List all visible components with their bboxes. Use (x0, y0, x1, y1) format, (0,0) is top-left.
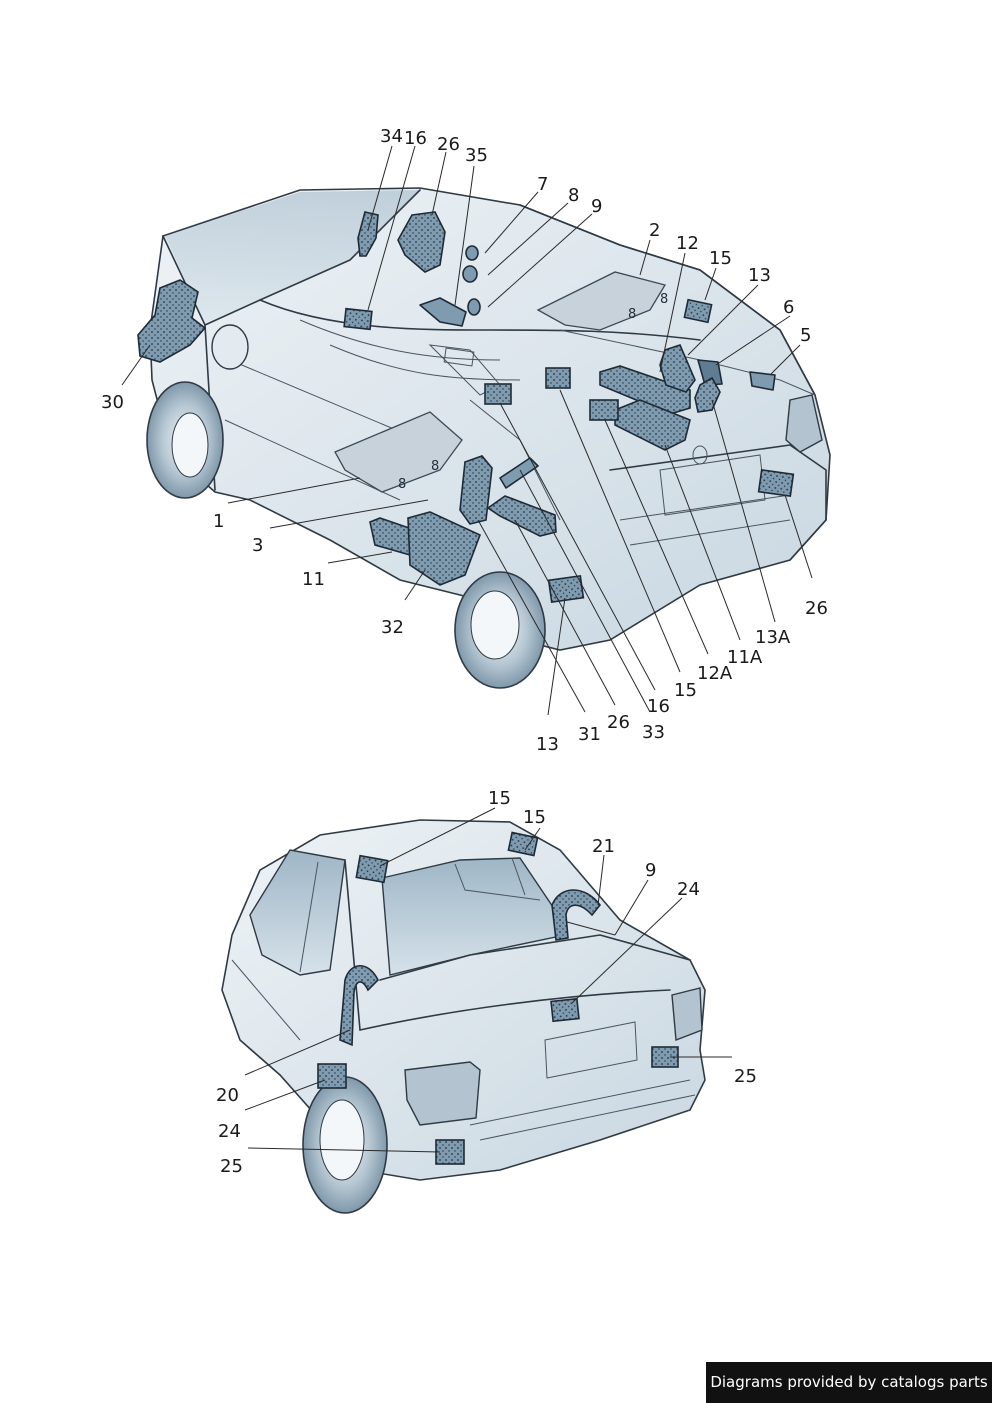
callout-16-mid: 16 (647, 696, 670, 717)
callout-34: 34 (380, 126, 403, 147)
part-26-right-block (757, 468, 795, 498)
part-31-pillar-pad (459, 455, 493, 525)
callout-7: 7 (537, 174, 548, 195)
callout-1: 1 (213, 511, 224, 532)
part-34-pillar-pad (357, 211, 379, 257)
callout-21: 21 (592, 836, 615, 857)
part-33-strip (499, 457, 539, 489)
part-8-plug (462, 265, 478, 283)
callout-32: 32 (381, 617, 404, 638)
bottom-side-window (249, 849, 346, 976)
bottom-left-taillight (404, 1061, 481, 1126)
part-9-plug (467, 298, 481, 316)
callout-15-mid: 15 (674, 680, 697, 701)
part-35-console-pad (419, 297, 467, 327)
mat-code-front-a: 8 (398, 477, 406, 492)
callout-25-b2: 25 (220, 1156, 243, 1177)
callout-11a: 11A (727, 647, 763, 668)
part-32-pad (407, 511, 482, 586)
callout-6: 6 (783, 297, 794, 318)
callout-15-b2: 15 (523, 807, 546, 828)
callout-3: 3 (252, 535, 263, 556)
callout-35: 35 (465, 145, 488, 166)
callout-31: 31 (578, 724, 601, 745)
callout-26-mid: 26 (607, 712, 630, 733)
part-25-b2-block (435, 1139, 465, 1165)
callout-33: 33 (642, 722, 665, 743)
part-16-top-block (343, 307, 373, 331)
part-15-b1-block (355, 854, 389, 884)
floor-mat-front (334, 411, 463, 493)
top-vehicle: 8 8 8 8 (137, 187, 831, 689)
part-30-wheelhouse-pad (137, 279, 207, 363)
callout-12: 12 (676, 233, 699, 254)
part-7-plug (465, 245, 479, 261)
callout-5: 5 (800, 325, 811, 346)
part-13-rear-pad (694, 376, 721, 413)
part-21-arch-pad (551, 889, 602, 941)
callout-15-top: 15 (709, 248, 732, 269)
part-16-mid-block (484, 383, 512, 405)
callout-15-b1: 15 (488, 788, 511, 809)
part-5-pad (749, 371, 776, 391)
callout-13-top: 13 (748, 265, 771, 286)
callout-labels: 34 16 26 35 7 8 9 2 12 15 13 6 5 30 1 3 … (101, 126, 828, 1177)
part-15-top-block (683, 298, 713, 324)
part-26-top-pad (397, 211, 446, 273)
top-vehicle-windshield (165, 190, 420, 325)
callout-8: 8 (568, 185, 579, 206)
callout-25-b1: 25 (734, 1066, 757, 1087)
floor-mat-rear (536, 271, 667, 331)
callout-13a: 13A (755, 627, 791, 648)
bottom-right-taillight (671, 987, 703, 1041)
callout-13-bottom: 13 (536, 734, 559, 755)
part-13-bottom-block (547, 574, 585, 604)
callout-26-top: 26 (437, 134, 460, 155)
callout-9-b: 9 (645, 860, 656, 881)
top-taillight (785, 394, 823, 453)
part-12-bench-pad (599, 365, 691, 415)
part-20-pillar-pad (339, 964, 379, 1047)
callout-20: 20 (216, 1085, 239, 1106)
part-11a-bench-pad (614, 399, 691, 451)
part-12a-block (545, 367, 571, 389)
bottom-vehicle (221, 819, 706, 1214)
leader-lines (121, 145, 813, 1153)
part-26-mid-pad (486, 495, 557, 537)
callout-2: 2 (649, 220, 660, 241)
callout-12a: 12A (697, 663, 733, 684)
top-side-mirror (211, 324, 249, 370)
mat-code-rear-b: 8 (660, 292, 668, 307)
callout-11: 11 (302, 569, 325, 590)
part-6-pad (697, 359, 723, 386)
part-13-top-pad (659, 344, 696, 393)
mat-code-rear-a: 8 (628, 307, 636, 322)
callout-30: 30 (101, 392, 124, 413)
mat-code-front-b: 8 (431, 459, 439, 474)
credit-banner: Diagrams provided by catalogs parts (706, 1362, 992, 1403)
part-13a-block (589, 399, 619, 421)
callout-24-b2: 24 (218, 1121, 241, 1142)
part-24-b2-block (317, 1063, 347, 1089)
callout-26-right: 26 (805, 598, 828, 619)
callout-24-b1: 24 (677, 879, 700, 900)
callout-16-top: 16 (404, 128, 427, 149)
callout-9-top: 9 (591, 196, 602, 217)
part-15-b2-block (507, 831, 539, 857)
part-24-b1-block (550, 997, 580, 1023)
